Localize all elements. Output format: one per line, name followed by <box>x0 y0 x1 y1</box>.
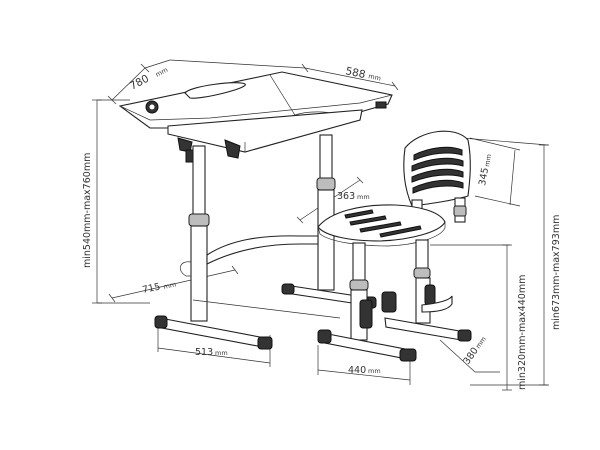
desk-foot-left <box>159 317 269 349</box>
label-desk-base-width: 513 <box>195 347 213 358</box>
desk-leg-left-lower <box>190 225 208 322</box>
label-chair-back-width-unit: mm <box>483 153 493 167</box>
desk-leg-left-upper <box>192 145 206 217</box>
label-desk-width-unit: mm <box>154 66 169 79</box>
label-chair-seat-width: 363 <box>337 191 355 202</box>
desk <box>118 71 393 350</box>
desk-leg-right-upper <box>319 134 333 181</box>
dimension-lines <box>92 59 549 391</box>
label-desk-leg-spacing: 715 <box>141 281 161 296</box>
backrest-slots <box>411 146 464 194</box>
label-desk-height-range: min540mm-max760mm <box>82 153 93 268</box>
label-chair-back-width: 345 <box>477 167 491 187</box>
label-desk-base-width-unit: mm <box>215 349 228 357</box>
seat-slots <box>344 209 422 238</box>
label-desk-depth-unit: mm <box>368 72 382 82</box>
label-chair-base-depth-unit: mm <box>474 335 488 350</box>
label-chair-base-width-unit: mm <box>368 367 381 375</box>
desk-leg-right-lower <box>317 189 335 291</box>
label-desk-leg-spacing-unit: mm <box>163 280 177 290</box>
label-chair-seat-width-unit: mm <box>357 193 370 201</box>
chair <box>317 130 472 362</box>
label-seat-height-range: min320mm-max440mm <box>517 275 528 390</box>
label-chair-base-width: 440 <box>348 365 366 376</box>
label-desk-width: 780 <box>128 73 151 93</box>
label-chair-height-range: min673mm-max793mm <box>551 215 562 330</box>
label-desk-depth: 588 <box>344 65 366 81</box>
